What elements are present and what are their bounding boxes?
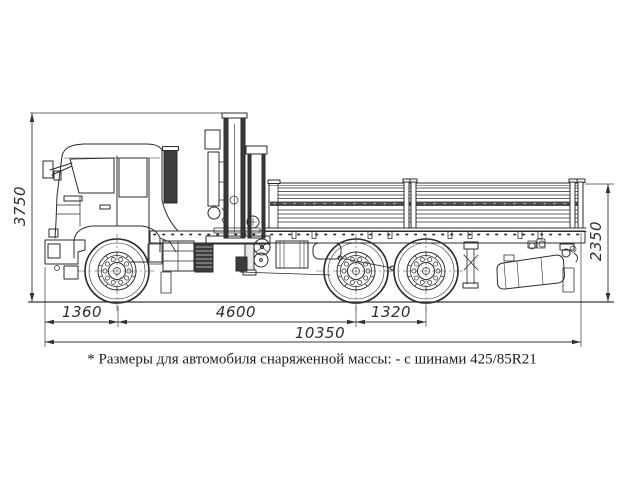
dim-platform-height: 2350	[587, 220, 605, 262]
cab	[42, 143, 195, 294]
flatbed-platform	[265, 178, 587, 239]
chassis-equipment	[194, 238, 579, 293]
dim-bogie-spacing: 1320	[370, 303, 412, 321]
dim-front-overhang: 1360	[61, 303, 103, 321]
crane-manipulator	[204, 112, 271, 276]
dimension-lines	[28, 112, 614, 347]
dim-overall-height: 3750	[11, 185, 29, 227]
chassis-frame	[149, 230, 586, 276]
dim-overall-length: 10350	[294, 324, 346, 342]
footnote-tyre-note: * Размеры для автомобиля снаряженной мас…	[87, 351, 537, 368]
dim-wheelbase: 4600	[215, 303, 257, 321]
